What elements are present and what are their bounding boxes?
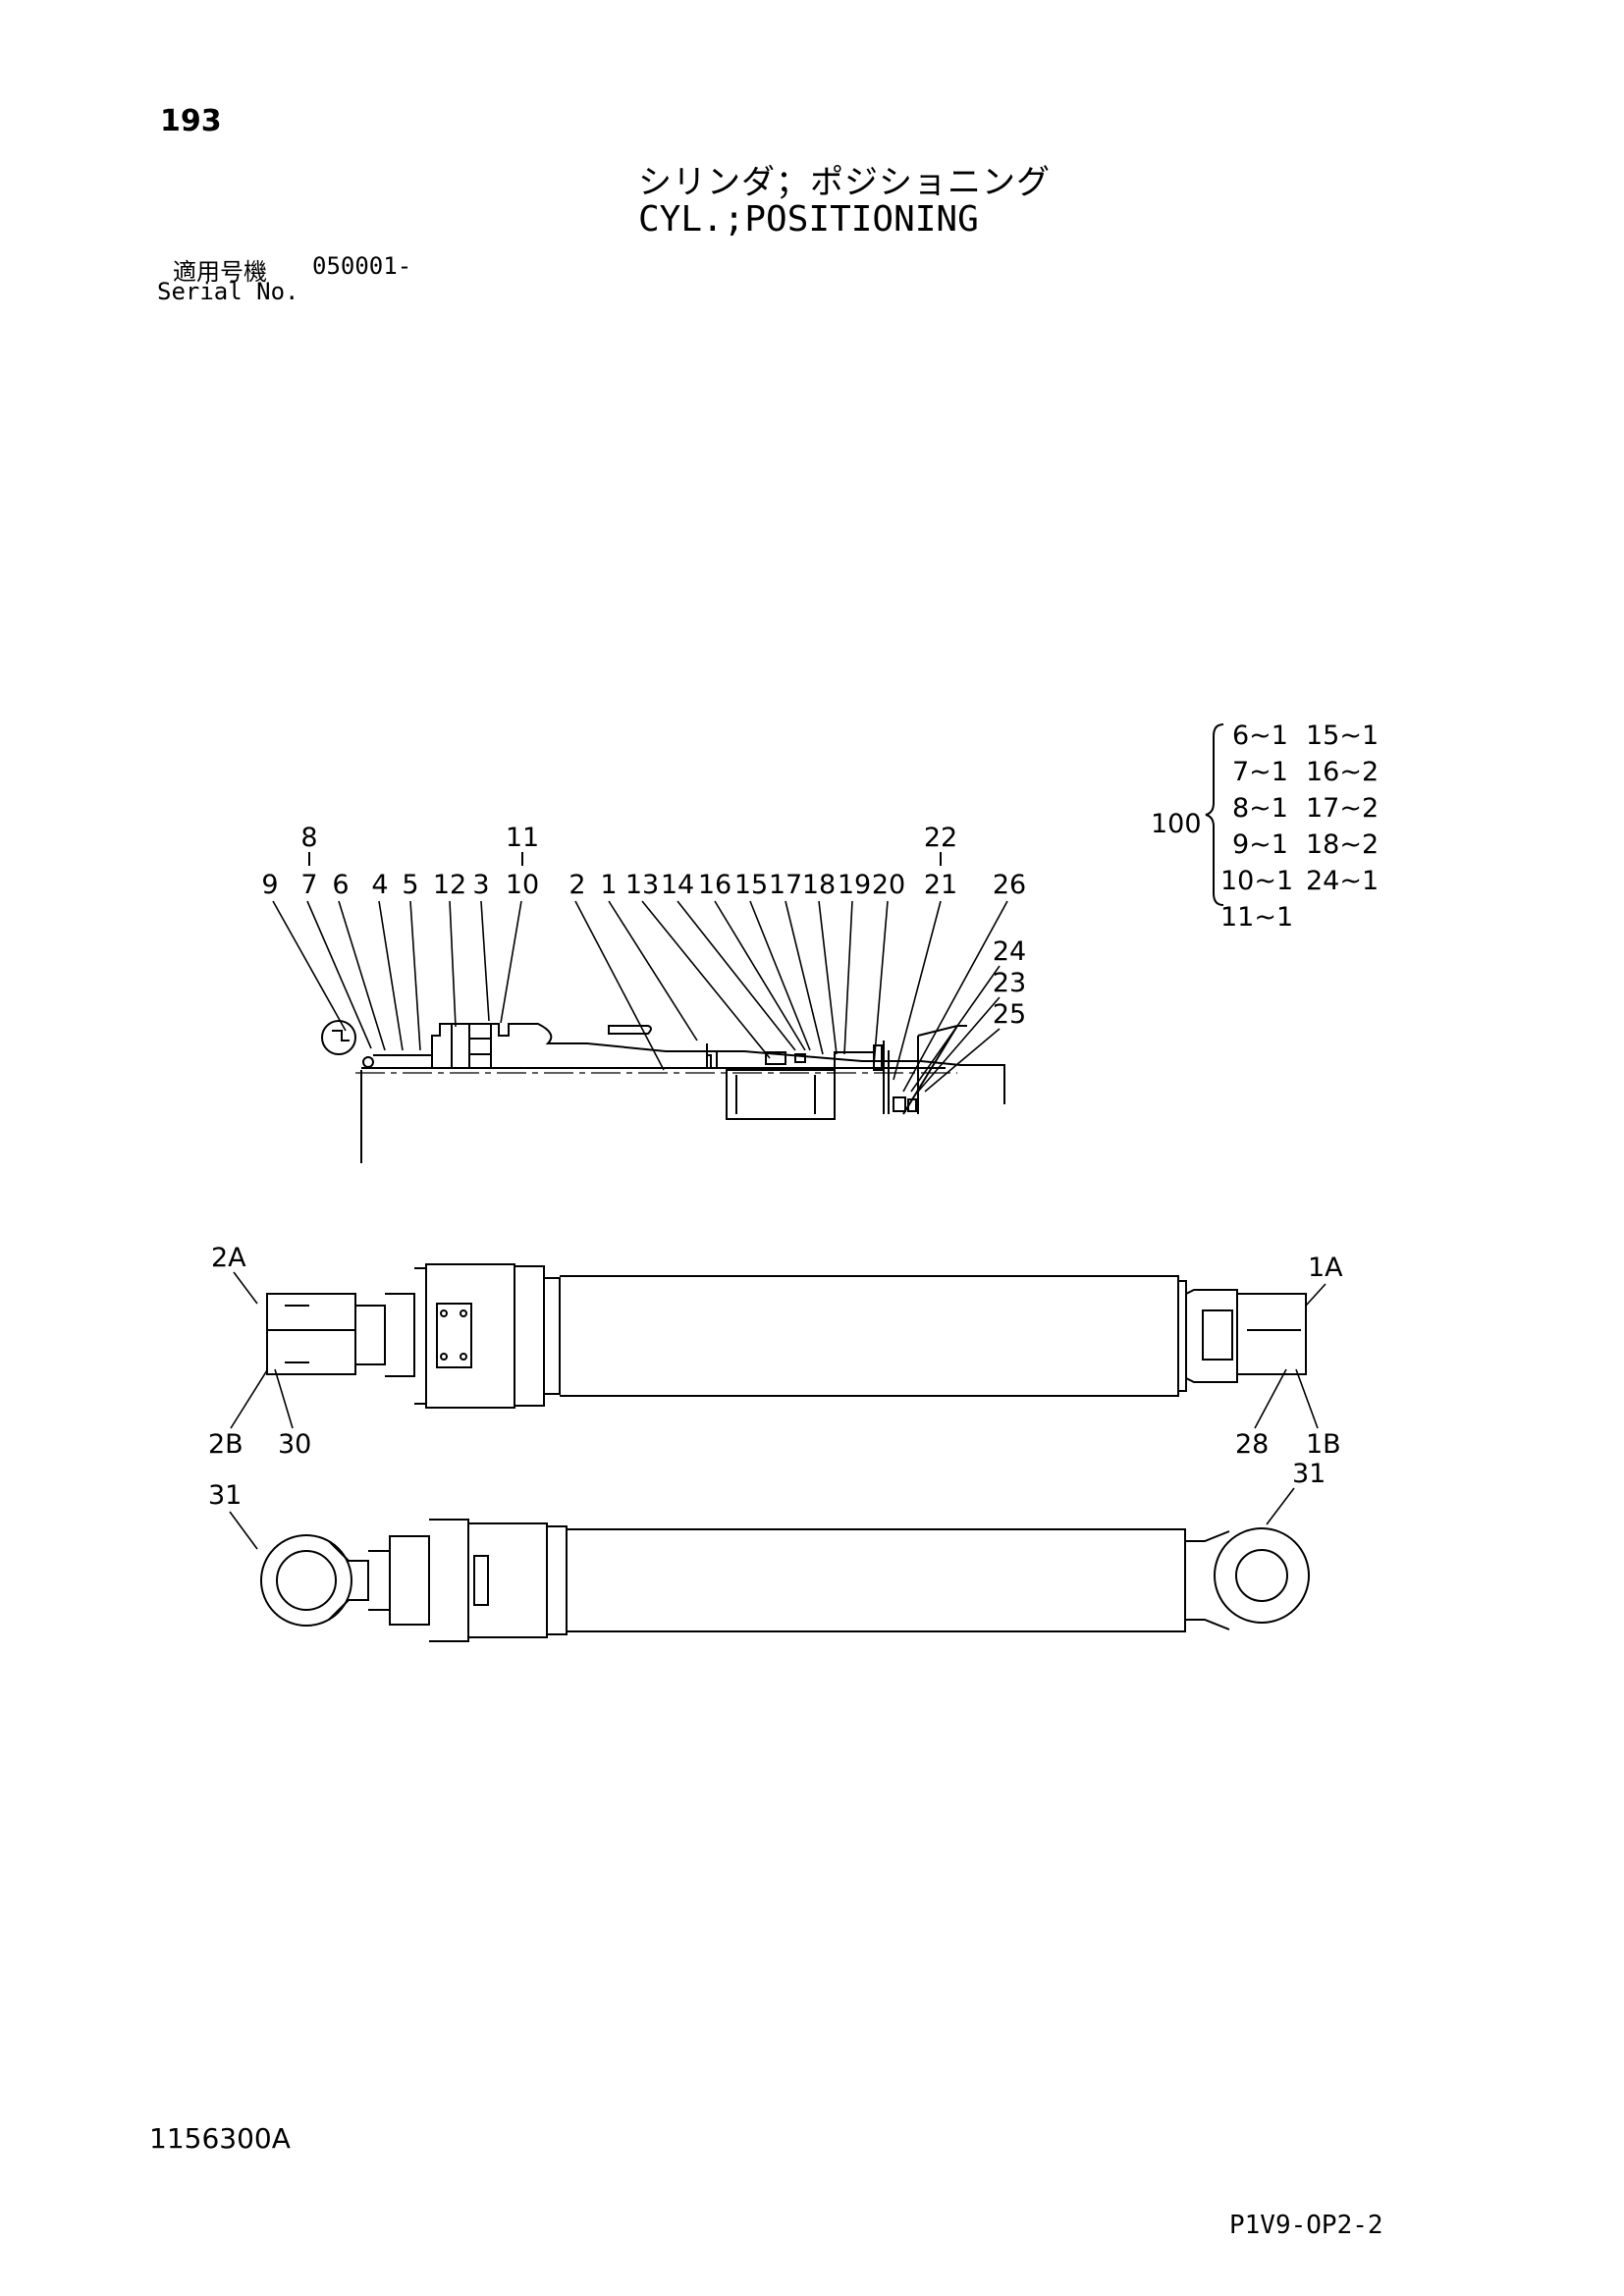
kit-item: 17~2	[1306, 793, 1379, 824]
kit-list: 100 6~1 7~1 8~1 9~1 10~1 11~1 15~1 16~2 …	[1151, 721, 1379, 933]
callout-label: 13	[625, 870, 659, 900]
callout-label: 28	[1235, 1429, 1269, 1460]
callout-label: 8	[300, 823, 317, 853]
kit-number: 100	[1151, 809, 1202, 839]
callout-label: 2B	[208, 1429, 244, 1460]
top-view-leaders	[230, 1271, 1326, 1429]
callout-label: 30	[278, 1429, 311, 1460]
cylinder-top-view	[266, 1263, 1307, 1409]
callout-label: 4	[371, 870, 388, 900]
top-view-callouts: 2A 2B 30 1A 28 1B	[208, 1243, 1343, 1460]
callout-label: 5	[402, 870, 418, 900]
page-code: P1V9-OP2-2	[1229, 2211, 1383, 2240]
callout-label: 24	[993, 936, 1026, 967]
callout-label: 9	[261, 870, 278, 900]
cylinder-section-view	[321, 1020, 1005, 1163]
callout-label: 14	[661, 870, 694, 900]
page-number: 193	[160, 104, 222, 138]
callout-label: 31	[1292, 1459, 1326, 1489]
kit-item: 8~1	[1232, 793, 1288, 824]
side-view-callouts: 31 31	[208, 1459, 1326, 1511]
kit-item: 16~2	[1306, 757, 1379, 787]
callout-label: 11	[506, 823, 539, 853]
kit-item: 18~2	[1306, 829, 1379, 860]
callout-label: 12	[433, 870, 466, 900]
callout-label: 16	[698, 870, 731, 900]
callout-ticks	[308, 852, 942, 866]
callout-label: 2	[568, 870, 585, 900]
callout-label: 31	[208, 1480, 242, 1511]
callout-label: 10	[506, 870, 539, 900]
callout-label: 15	[734, 870, 768, 900]
side-view-leaders	[229, 1487, 1295, 1550]
callout-label: 25	[993, 999, 1026, 1030]
callout-label: 1	[600, 870, 617, 900]
kit-item: 6~1	[1232, 721, 1288, 751]
callout-label: 2A	[211, 1243, 246, 1273]
serial-label-japanese: 適用号機	[173, 258, 267, 286]
serial-label-english: Serial No.	[157, 278, 299, 305]
callout-label: 6	[332, 870, 349, 900]
title-english: CYL.;POSITIONING	[638, 199, 979, 240]
serial-value: 050001-	[312, 252, 412, 280]
cylinder-side-view	[260, 1519, 1310, 1642]
callout-label: 7	[300, 870, 317, 900]
drawing-number: 1156300A	[149, 2122, 291, 2155]
callout-label: 1B	[1306, 1429, 1341, 1460]
leader-lines	[272, 900, 1008, 1093]
callout-label: 21	[924, 870, 957, 900]
callout-label: 17	[769, 870, 802, 900]
kit-item: 24~1	[1306, 866, 1379, 896]
kit-item: 11~1	[1220, 902, 1293, 933]
callout-label: 19	[838, 870, 871, 900]
callout-label: 22	[924, 823, 957, 853]
callout-label: 23	[993, 968, 1026, 998]
kit-brace	[1205, 723, 1224, 906]
callout-label: 3	[472, 870, 489, 900]
callout-label: 18	[802, 870, 836, 900]
kit-item: 7~1	[1232, 757, 1288, 787]
kit-item: 10~1	[1220, 866, 1293, 896]
section-callouts: 8 11 22 9 7 6 4 5 12 3 10 2 1 13 14 16 1…	[261, 823, 1026, 1030]
kit-item: 15~1	[1306, 721, 1379, 751]
kit-item: 9~1	[1232, 829, 1288, 860]
callout-label: 20	[872, 870, 905, 900]
callout-label: 26	[993, 870, 1026, 900]
callout-label: 1A	[1308, 1253, 1343, 1283]
title-japanese: シリンダ；ポジショニング	[638, 163, 1051, 202]
